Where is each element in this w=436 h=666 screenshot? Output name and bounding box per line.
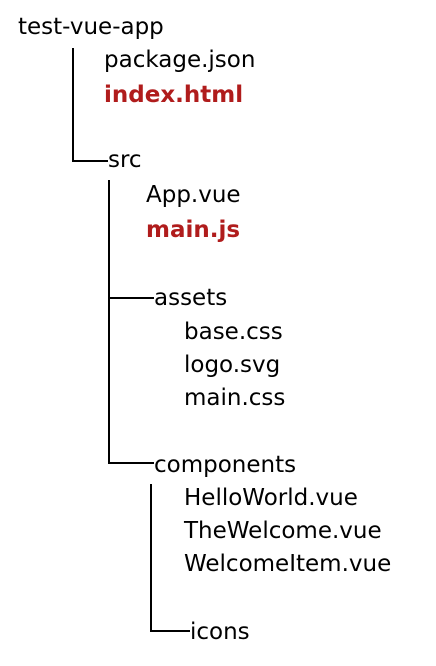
file-package-json: package.json <box>104 47 256 73</box>
file-base-css: base.css <box>184 319 283 345</box>
file-helloworld-vue: HelloWorld.vue <box>184 485 358 511</box>
tree-connector-root <box>72 48 74 160</box>
file-logo-svg: logo.svg <box>184 352 281 378</box>
file-thewelcome-vue: TheWelcome.vue <box>184 518 382 544</box>
tree-branch-components <box>108 462 154 464</box>
file-welcomeitem-vue: WelcomeItem.vue <box>184 551 392 577</box>
file-main-css: main.css <box>184 385 286 411</box>
folder-components-label: components <box>154 452 297 478</box>
file-index-html: index.html <box>104 82 244 108</box>
tree-branch-assets <box>108 297 154 299</box>
root-folder-label: test-vue-app <box>18 14 164 40</box>
folder-icons-label: icons <box>190 619 250 645</box>
file-app-vue: App.vue <box>146 182 241 208</box>
tree-branch-src <box>72 160 108 162</box>
tree-branch-icons <box>150 630 190 632</box>
tree-connector-src <box>108 180 110 462</box>
tree-connector-components <box>150 484 152 630</box>
folder-assets-label: assets <box>154 285 228 311</box>
folder-src-label: src <box>108 147 142 173</box>
file-main-js: main.js <box>146 217 241 243</box>
